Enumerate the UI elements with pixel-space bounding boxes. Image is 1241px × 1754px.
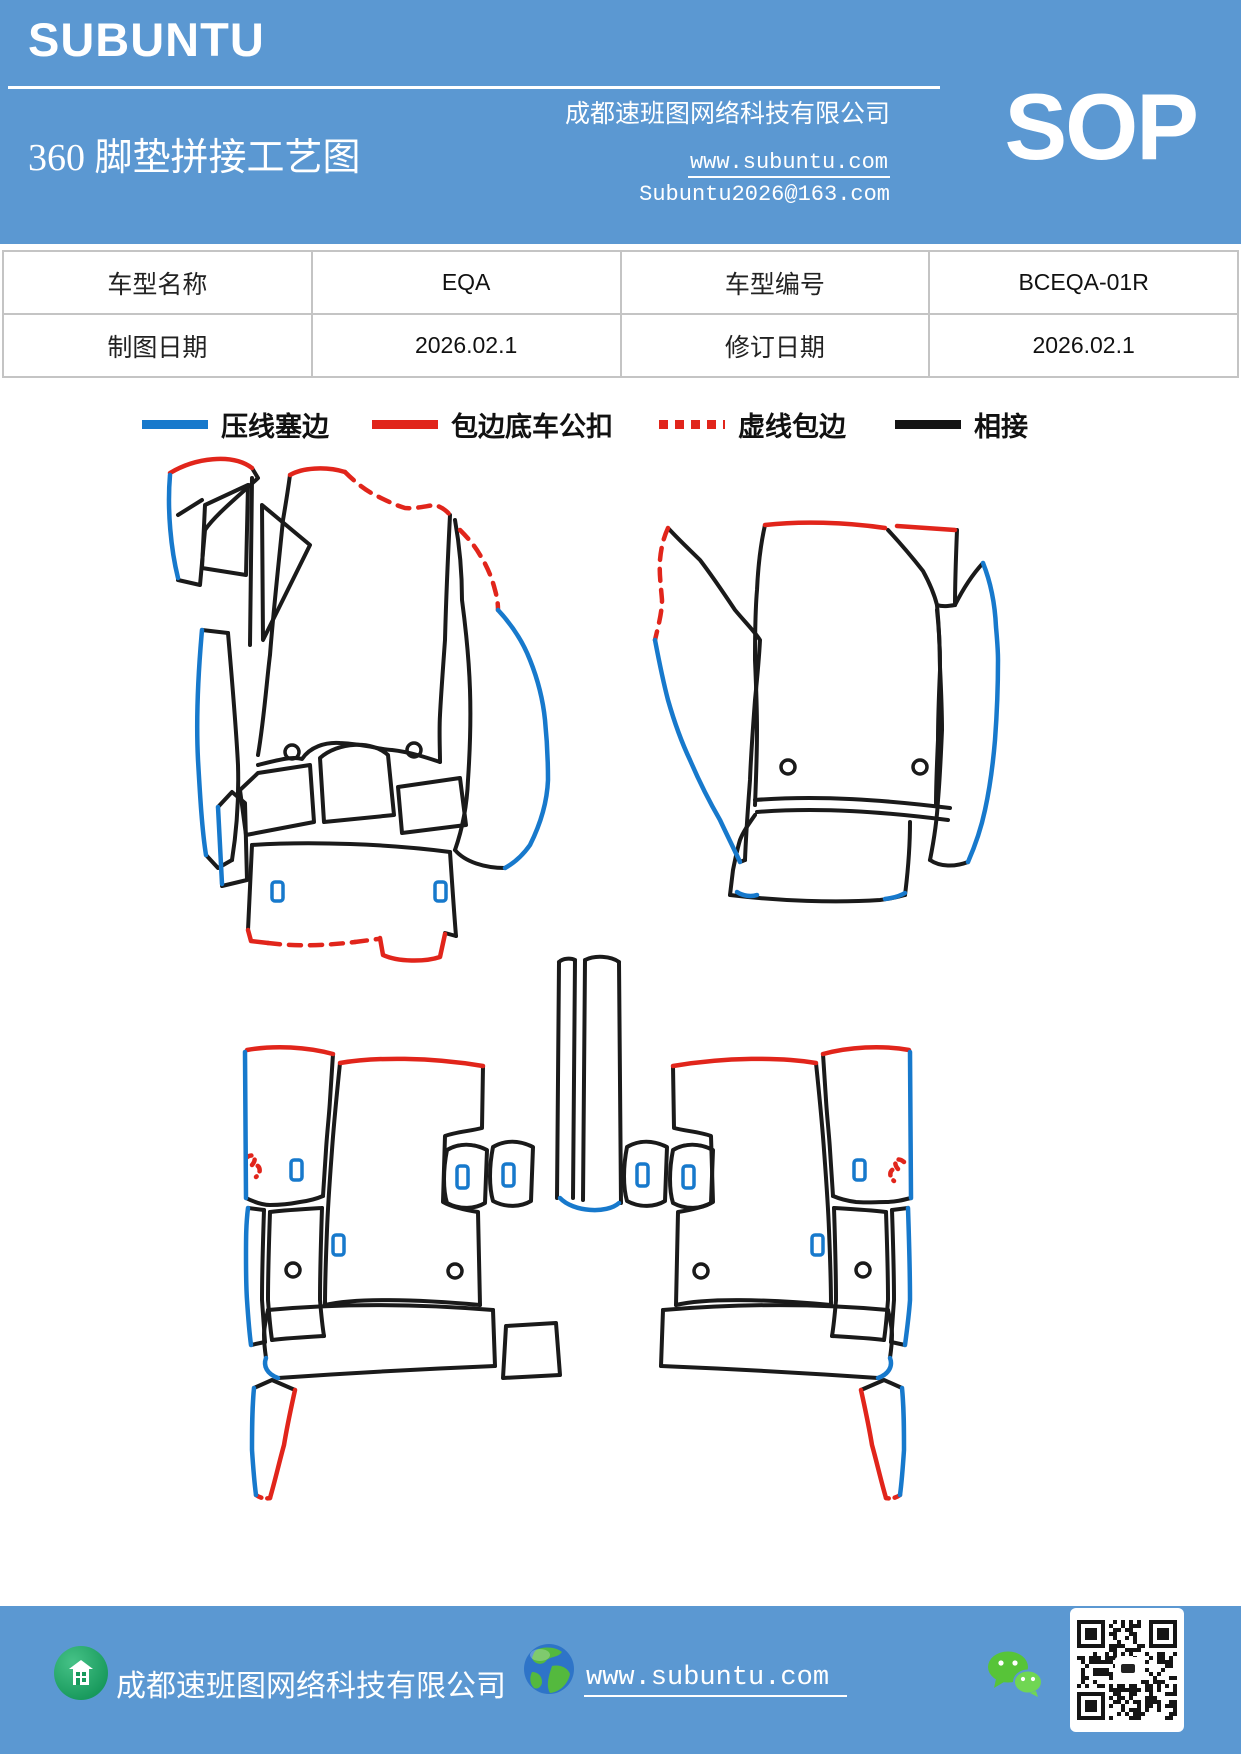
footer-company-name: 成都速班图网络科技有限公司 (116, 1670, 506, 1703)
sop-badge: SOP (1004, 74, 1199, 179)
draw-date-label: 制图日期 (2, 313, 313, 378)
legend-label: 压线塞边 (221, 411, 329, 442)
globe-icon (522, 1642, 576, 1701)
front-left-mat-diagram (166, 456, 551, 963)
table-row: 车型名称 EQA 车型编号 BCEQA-01R (2, 250, 1239, 315)
page-title: 360 脚垫拼接工艺图 (28, 137, 361, 179)
model-code-value: BCEQA-01R (928, 250, 1239, 315)
red-dashed-edges (265, 469, 501, 948)
model-name-value: EQA (310, 250, 622, 315)
brand-logo: SUBUNTU (28, 13, 265, 66)
table-row: 制图日期 2026.02.1 修订日期 2026.02.1 (2, 313, 1239, 378)
blue-line-swatch (142, 419, 208, 429)
red-edges (762, 520, 958, 533)
legend-label: 包边底车公扣 (451, 411, 613, 442)
header-divider (8, 86, 940, 89)
wechat-icon (986, 1650, 1044, 1703)
red-dashed-edges (652, 525, 671, 643)
red-dashed-line-swatch (659, 419, 725, 429)
rear-mats-diagram (242, 954, 914, 1501)
vehicle-info-table: 车型名称 EQA 车型编号 BCEQA-01R 制图日期 2026.02.1 修… (2, 250, 1239, 378)
red-line-swatch (372, 419, 438, 429)
home-icon (54, 1646, 108, 1700)
blue-edges (166, 472, 551, 903)
black-outlines (176, 466, 507, 938)
blue-edges (242, 1049, 914, 1498)
front-right-mat-diagram (652, 520, 1001, 904)
revise-date-value: 2026.02.1 (928, 313, 1239, 378)
legend-item-black: 相接 (895, 406, 1028, 442)
draw-date-value: 2026.02.1 (310, 313, 622, 378)
legend-item-red-dashed: 虚线包边 (659, 406, 846, 442)
black-outlines (244, 954, 913, 1392)
footer-website-link[interactable]: www.subuntu.com (584, 1663, 848, 1697)
qr-center-logo (1115, 1657, 1141, 1679)
red-edges (244, 1044, 912, 1501)
black-outlines (666, 523, 985, 904)
header-email[interactable]: Subuntu2026@163.com (639, 182, 890, 207)
legend-label: 相接 (974, 411, 1028, 442)
model-name-label: 车型名称 (2, 250, 313, 315)
revise-date-label: 修订日期 (619, 313, 931, 378)
legend-item-blue: 压线塞边 (142, 406, 329, 442)
legend-label: 虚线包边 (738, 411, 846, 442)
model-code-label: 车型编号 (619, 250, 931, 315)
legend-item-red: 包边底车公扣 (372, 406, 613, 442)
header-company-name: 成都速班图网络科技有限公司 (564, 101, 890, 128)
red-edges (167, 456, 448, 963)
blue-edges (652, 560, 1001, 902)
black-line-swatch (895, 419, 961, 429)
header-banner (0, 0, 1241, 244)
header-website-link[interactable]: www.subuntu.com (687, 150, 890, 178)
